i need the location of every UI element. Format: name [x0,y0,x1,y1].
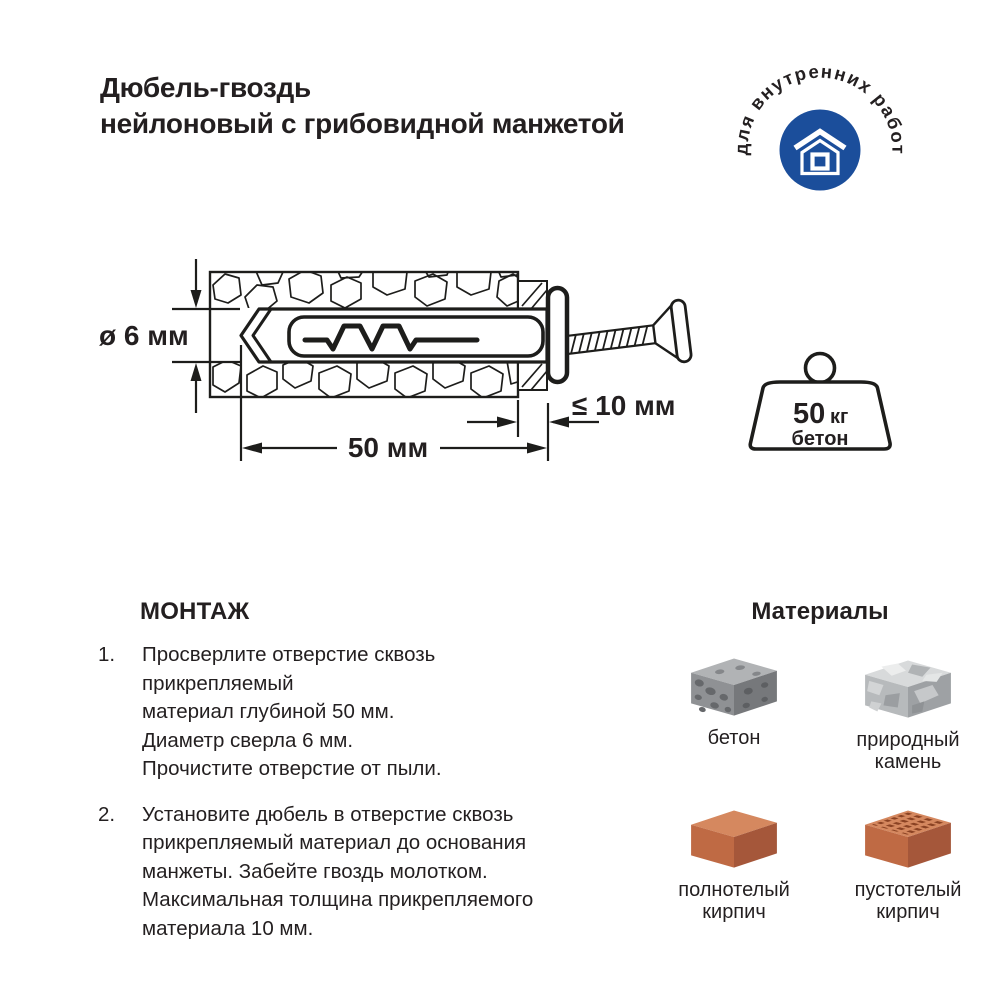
thickness-dimension-arrows [497,416,569,428]
dim-diameter-label: ø 6 мм [99,320,189,351]
load-value: 50 [793,398,825,430]
house-window [810,152,830,171]
dowel-diagram: ø 6 мм 50 мм ≤ 10 мм [99,259,693,463]
montage-step: 2. Установите дюбель в отверстие сквозь … [98,801,576,944]
badge-circle [779,109,861,191]
concrete-texture-lower [212,363,517,396]
length-dimension-arrows [242,442,547,454]
page-title: Дюбель-гвоздь нейлоновый с грибовидной м… [100,70,625,142]
dowel-body [239,307,549,364]
brick-holes [871,812,945,835]
dowel-tip [251,308,273,363]
stone-patches [867,663,943,714]
montage-step: 1. Просверлите отверстие сквозь прикрепл… [98,641,576,784]
load-material: бетон [791,428,848,450]
length-dimension-lines [239,345,550,461]
indoor-use-badge: для внутренних работ [730,61,908,191]
house-roof [793,128,847,151]
hollow-brick-icon [865,810,951,868]
material-solid-brick: полнотелый кирпич [676,802,792,923]
material-label: природный камень [856,729,960,773]
material-label: бетон [707,727,761,749]
concrete-texture-upper [212,273,517,308]
screw-head-face [669,298,693,364]
concrete-spots-top [715,665,761,676]
dim-length-label: 50 мм [348,432,428,463]
step-text: Установите дюбель в отверстие сквозь при… [142,802,534,940]
load-capacity-badge: 50 кг бетон [748,351,892,451]
concrete-block-icon [691,658,777,716]
material-label: полнотелый кирпич [678,879,790,923]
natural-stone-icon [865,660,951,718]
material-natural-stone: природный камень [848,652,968,773]
dowel-sleeve [287,315,545,358]
material-hollow-brick: пустотелый кирпич [848,802,968,923]
house-icon [793,128,847,176]
house-body [800,138,840,176]
material-label: пустотелый кирпич [854,879,962,923]
montage-heading: МОНТАЖ [140,598,250,625]
dowel-expansion-zigzag [302,323,480,352]
attached-material [517,280,548,391]
title-line-1: Дюбель-гвоздь [100,72,311,103]
dim-thickness-label: ≤ 10 мм [572,390,676,421]
screw-nail [565,298,693,364]
material-concrete: бетон [676,650,792,749]
weight-handle [803,351,837,385]
concrete-spots-side [742,682,769,709]
step-number: 1. [98,643,116,666]
weight-icon [748,380,892,451]
step-text: Просверлите отверстие сквозь прикрепляем… [142,643,442,780]
mushroom-collar [545,285,570,385]
solid-brick-icon [691,810,777,868]
materials-heading: Материалы [751,598,889,625]
step-number: 2. [98,802,116,826]
load-unit: кг [830,406,848,428]
title-line-2: нейлоновый с грибовидной манжетой [100,108,625,139]
diameter-dimension-arrows [190,290,202,381]
montage-steps: 1. Просверлите отверстие сквозь прикрепл… [98,641,576,960]
concrete-spots [694,679,732,713]
screw-threads [570,325,649,354]
